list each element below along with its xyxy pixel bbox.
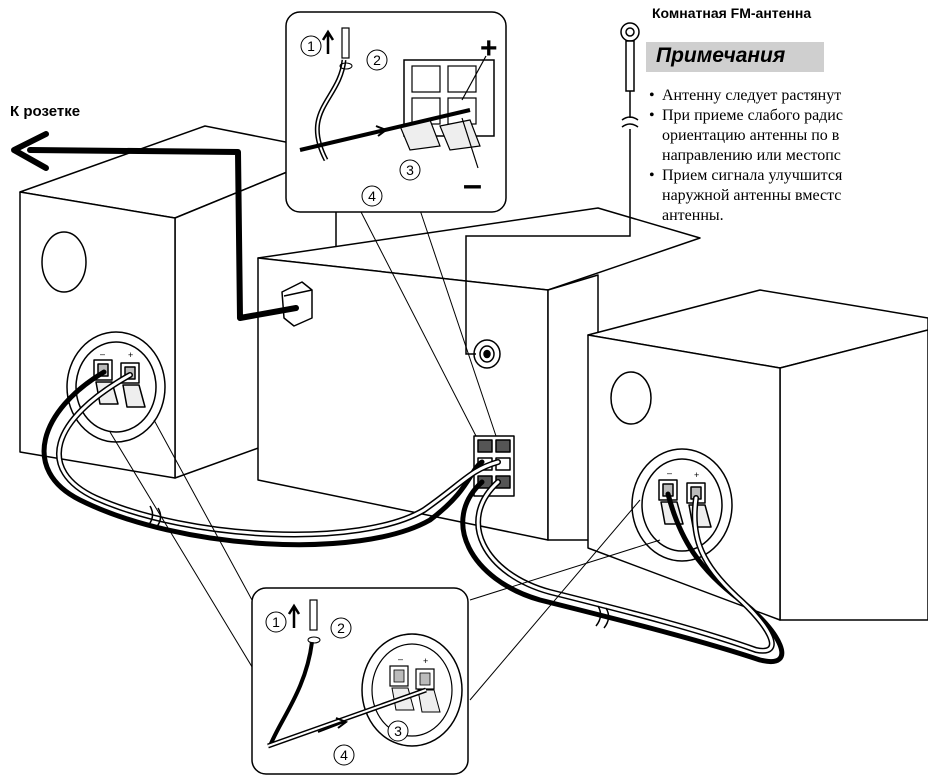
right-terminal-plus: + — [694, 470, 699, 480]
notes-list: Антенну следует растянут При приеме слаб… — [649, 86, 928, 226]
bottom-detail-callout — [251, 587, 469, 775]
bottom-step-1: 1 — [272, 614, 280, 630]
top-callout-plus: + — [480, 32, 498, 65]
note-line: Антенну следует растянут — [662, 87, 842, 104]
notes-heading: Примечания — [656, 44, 786, 67]
right-speaker-port — [610, 371, 652, 425]
top-step-3: 3 — [406, 162, 414, 178]
left-terminal-minus: – — [100, 349, 105, 359]
note-line: При приеме слабого радис — [662, 107, 843, 124]
bottom-terminal-plus: + — [423, 656, 428, 666]
fm-antenna-wire — [465, 22, 640, 355]
note-line: антенны. — [662, 207, 724, 224]
top-callout-minus: – — [463, 166, 482, 204]
note-item: Антенну следует растянут — [649, 86, 928, 106]
bottom-terminal-minus: – — [398, 654, 403, 664]
note-item: Прием сигнала улучшится наружной антенны… — [649, 166, 928, 226]
top-detail-callout — [285, 11, 507, 213]
note-line: наружной антенны вместс — [662, 187, 842, 204]
bottom-step-markers: 1 2 3 4 — [265, 611, 409, 766]
note-line: Прием сигнала улучшится — [662, 167, 843, 184]
speaker-cables — [41, 369, 785, 664]
to-outlet-label: К розетке — [10, 103, 81, 120]
cable-break-right — [595, 605, 610, 629]
left-speaker-port — [41, 231, 87, 293]
note-line: ориентацию антенны по в — [662, 127, 840, 144]
top-step-4: 4 — [368, 188, 376, 204]
bottom-step-3: 3 — [394, 723, 402, 739]
right-speaker — [587, 289, 928, 621]
cable-break-left — [147, 505, 162, 529]
callout-leaders — [109, 209, 661, 701]
note-item: При приеме слабого радис ориентацию анте… — [649, 106, 928, 166]
top-step-1: 1 — [307, 38, 315, 54]
note-line: направлению или местопс — [662, 147, 841, 164]
fm-antenna-label: Комнатная FM-антенна — [652, 5, 812, 21]
power-cord — [11, 131, 299, 321]
power-adapter-plug — [281, 281, 313, 327]
top-step-markers: 1 2 3 4 — [300, 35, 421, 207]
top-step-2: 2 — [373, 52, 381, 68]
right-terminal-minus: – — [667, 468, 672, 478]
bottom-step-4: 4 — [340, 747, 348, 763]
notes-heading-box: Примечания — [646, 42, 824, 72]
left-terminal-plus: + — [128, 350, 133, 360]
bottom-step-2: 2 — [337, 620, 345, 636]
